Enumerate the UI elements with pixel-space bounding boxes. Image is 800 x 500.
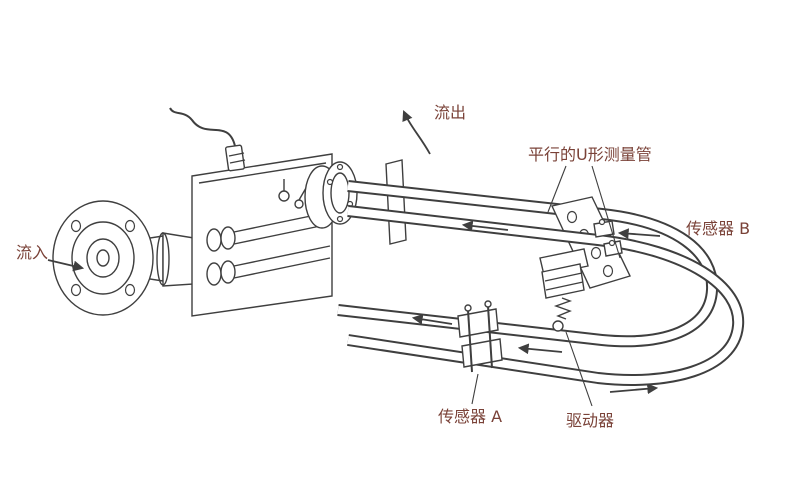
signal-cable bbox=[169, 107, 236, 147]
bracket-hole bbox=[590, 246, 602, 260]
mounting-flange bbox=[304, 161, 358, 229]
sensor-b-label: 传感器 B bbox=[686, 219, 750, 238]
support-plate bbox=[385, 159, 407, 245]
driver-leader-line bbox=[565, 331, 593, 407]
vent-fitting bbox=[278, 190, 290, 202]
driver-assembly bbox=[539, 248, 589, 332]
driver-lamination bbox=[544, 272, 583, 282]
pipe-joint-ring bbox=[156, 232, 170, 286]
bolt-hole bbox=[70, 219, 82, 233]
bracket-hole bbox=[602, 264, 614, 278]
internal-tube-line bbox=[233, 223, 331, 245]
clamp-bolt-rod bbox=[467, 309, 473, 373]
bolt-hole bbox=[326, 178, 334, 186]
driver-lamination bbox=[545, 281, 584, 291]
tube-flow-arrow bbox=[517, 343, 563, 355]
vent-fitting bbox=[294, 199, 304, 209]
inlet-flow-arrow bbox=[47, 259, 85, 272]
transmitter-cable bbox=[169, 107, 246, 172]
driver-label: 驱动器 bbox=[566, 411, 614, 430]
u-tube-front bbox=[347, 205, 745, 386]
tube-stub bbox=[206, 228, 222, 252]
inlet-flange bbox=[52, 200, 154, 316]
tubes-leader-line bbox=[591, 165, 621, 259]
sensor-a-label: 传感器 A bbox=[438, 407, 502, 426]
leader-lines bbox=[471, 165, 621, 407]
clamp-bolt bbox=[484, 300, 492, 308]
bolt-hole bbox=[336, 215, 344, 223]
driver-bracket bbox=[539, 248, 589, 276]
clamp-block bbox=[593, 220, 615, 238]
tube-flow-arrow bbox=[411, 314, 453, 325]
tube-stub bbox=[220, 260, 236, 284]
flange-bore bbox=[96, 249, 110, 267]
connector-ridge bbox=[229, 159, 246, 164]
tube-flow-arrow bbox=[461, 220, 509, 232]
clamp-bolt bbox=[608, 239, 616, 247]
u-tube-back-fill bbox=[337, 182, 717, 346]
clamp-bolt-rod bbox=[487, 305, 493, 369]
clamp-bolt bbox=[598, 218, 606, 226]
parallel-tubes-label: 平行的U形测量管 bbox=[528, 145, 652, 164]
cable-connector bbox=[224, 144, 246, 172]
tube-stub bbox=[220, 226, 236, 250]
clamp-bolt bbox=[464, 304, 472, 312]
bolt-hole bbox=[70, 283, 82, 297]
tube-flow-arrow bbox=[617, 228, 661, 240]
flow-arrows bbox=[47, 110, 661, 395]
outlet-label: 流出 bbox=[434, 103, 466, 122]
manifold-housing bbox=[191, 153, 333, 317]
sensor-b-clamp bbox=[593, 218, 623, 257]
labels: 流入 流出 平行的U形测量管 传感器 B 传感器 A 驱动器 bbox=[16, 103, 750, 430]
driver-body bbox=[541, 263, 585, 299]
tube-stub bbox=[206, 262, 222, 286]
outlet-flow-arrow bbox=[402, 110, 431, 155]
sensor-a-clamp bbox=[457, 300, 503, 373]
housing-inner-edge bbox=[198, 162, 327, 184]
inlet-label: 流入 bbox=[16, 243, 48, 262]
flange-inner-ring bbox=[330, 172, 350, 214]
driver-spring bbox=[553, 297, 573, 320]
tube-flow-arrow bbox=[609, 383, 659, 395]
tubes-leader-line bbox=[547, 165, 567, 213]
internal-tube-line bbox=[233, 257, 331, 279]
u-tube-front-fill bbox=[347, 207, 743, 384]
sensor-a-leader-line bbox=[471, 373, 479, 405]
bolt-hole bbox=[336, 163, 344, 171]
connector-ridge bbox=[228, 152, 245, 157]
internal-tube-line bbox=[233, 245, 331, 267]
bolt-hole bbox=[124, 219, 136, 233]
u-tube-back bbox=[337, 180, 719, 348]
bolt-hole bbox=[124, 283, 136, 297]
driver-bolt bbox=[552, 320, 564, 332]
bracket-hole bbox=[566, 210, 578, 224]
